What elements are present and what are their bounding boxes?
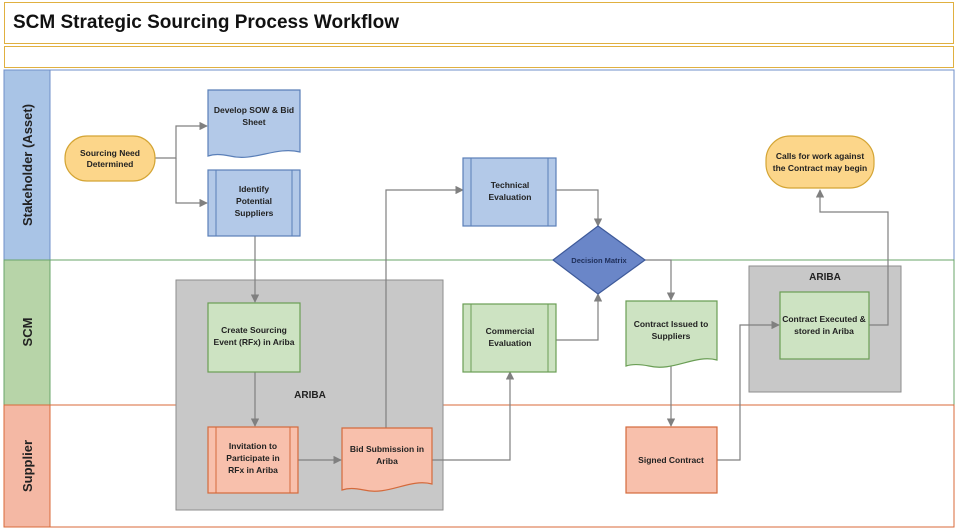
sourcing-need-label-1: Sourcing Need	[80, 148, 140, 158]
node-calls-for-work: Calls for work against the Contract may …	[765, 135, 875, 189]
create-event-shape	[207, 302, 301, 373]
arrow-decision-to-contract	[645, 259, 676, 301]
calls-for-work-shape	[765, 135, 875, 189]
node-contract-executed: Contract Executed & stored in Ariba	[779, 291, 870, 360]
invitation-label-3: RFx in Ariba	[228, 465, 278, 475]
create-event-label-1: Create Sourcing	[221, 325, 287, 335]
lane-label-scm: SCM	[20, 318, 35, 347]
swimlanes: Stakeholder (Asset) SCM Supplier	[3, 69, 955, 528]
contract-executed-shape	[779, 291, 870, 360]
connectors	[155, 121, 889, 465]
lane-label-supplier: Supplier	[20, 440, 35, 492]
create-event-label-2: Event (RFx) in Ariba	[214, 337, 295, 347]
node-create-event: Create Sourcing Event (RFx) in Ariba	[207, 302, 301, 373]
arrow-bid-to-commercial	[432, 371, 515, 461]
node-bid-submission: Bid Submission in Ariba	[341, 427, 433, 492]
identify-suppliers-label-3: Suppliers	[235, 208, 274, 218]
node-sourcing-need: Sourcing Need Determined	[64, 135, 156, 182]
node-signed-contract: Signed Contract	[625, 426, 718, 494]
title-bar: SCM Strategic Sourcing Process Workflow	[4, 2, 954, 44]
node-technical-eval: Technical Evaluation	[462, 157, 557, 227]
sourcing-need-label-2: Determined	[87, 159, 134, 169]
bid-submission-label-2: Ariba	[376, 456, 398, 466]
arrow-executed-to-calls	[815, 189, 889, 326]
calls-for-work-label-2: the Contract may begin	[773, 163, 867, 173]
node-identify-suppliers: Identify Potential Suppliers	[207, 169, 301, 237]
commercial-eval-label-1: Commercial	[486, 326, 535, 336]
identify-suppliers-label-2: Potential	[236, 196, 272, 206]
contract-executed-label-1: Contract Executed &	[782, 314, 866, 324]
invitation-label-1: Invitation to	[229, 441, 277, 451]
decision-matrix-shape	[552, 225, 647, 295]
node-develop-sow: Develop SOW & Bid Sheet	[207, 89, 301, 158]
lane-supplier	[3, 404, 955, 528]
bid-submission-label-1: Bid Submission in	[350, 444, 424, 454]
technical-eval-shape	[462, 157, 557, 227]
identify-suppliers-label-1: Identify	[239, 184, 269, 194]
sourcing-need-shape	[64, 135, 156, 182]
arrow-need-to-identify	[175, 158, 208, 208]
bid-submission-shape	[341, 427, 433, 492]
technical-eval-label-2: Evaluation	[489, 192, 532, 202]
contract-issued-label-2: Suppliers	[652, 331, 691, 341]
lane-label-stakeholder: Stakeholder (Asset)	[20, 104, 35, 226]
contract-issued-shape	[625, 300, 718, 368]
identify-suppliers-shape	[207, 169, 301, 237]
node-decision-matrix: Decision Matrix	[552, 225, 647, 295]
contract-issued-label-1: Contract Issued to	[634, 319, 709, 329]
commercial-eval-label-2: Evaluation	[489, 338, 532, 348]
develop-sow-shape	[207, 89, 301, 158]
arrow-signed-to-executed	[717, 320, 780, 461]
contract-executed-label-2: stored in Ariba	[794, 326, 854, 336]
arrow-bid-to-technical	[385, 185, 464, 428]
page-title: SCM Strategic Sourcing Process Workflow	[13, 12, 400, 33]
arrow-need-to-sow	[155, 121, 208, 159]
lane-header-supplier	[3, 404, 51, 528]
commercial-eval-shape	[462, 303, 557, 373]
signed-contract-label: Signed Contract	[638, 455, 704, 465]
ariba-group-main-label: ARIBA	[294, 390, 326, 401]
technical-eval-label-1: Technical	[491, 180, 530, 190]
node-invitation: Invitation to Participate in RFx in Arib…	[207, 426, 299, 494]
invitation-label-2: Participate in	[226, 453, 279, 463]
node-contract-issued: Contract Issued to Suppliers	[625, 300, 718, 368]
develop-sow-label-2: Sheet	[242, 117, 265, 127]
develop-sow-label-1: Develop SOW & Bid	[214, 105, 294, 115]
calls-for-work-label-1: Calls for work against	[776, 151, 864, 161]
ariba-group-contract-label: ARIBA	[809, 272, 841, 283]
node-commercial-eval: Commercial Evaluation	[462, 303, 557, 373]
signed-contract-shape	[625, 426, 718, 494]
sub-header-bar	[4, 46, 954, 68]
invitation-shape	[207, 426, 299, 494]
arrow-commercial-to-decision	[556, 293, 603, 341]
decision-matrix-label: Decision Matrix	[571, 256, 627, 265]
arrow-technical-to-decision	[556, 189, 603, 227]
